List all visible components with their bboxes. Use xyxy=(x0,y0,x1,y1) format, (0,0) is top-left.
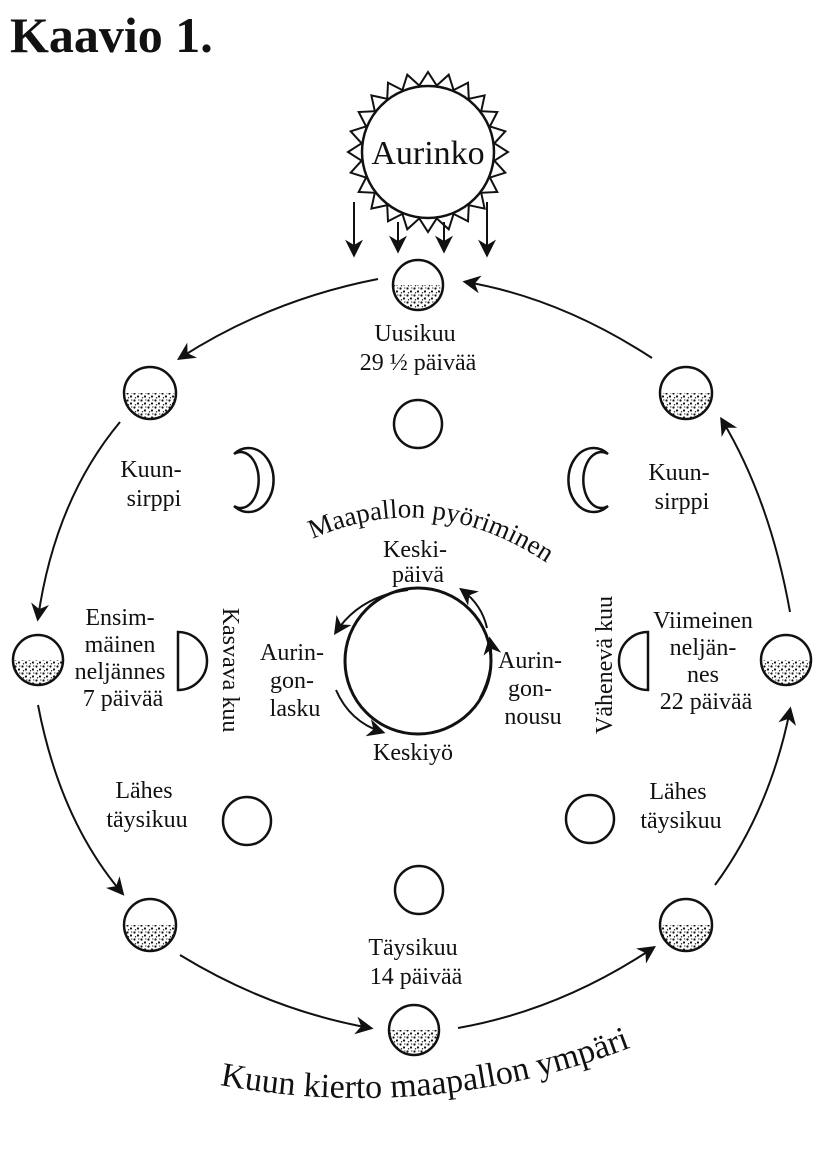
label-new-moon: Uusikuu 29 ½ päivää xyxy=(360,321,477,376)
appearance-first-quarter xyxy=(176,630,209,692)
earth-disc xyxy=(343,586,493,736)
orbit-arrow xyxy=(179,954,374,1035)
label-sunrise: Aurin- gon- nousu xyxy=(498,648,568,730)
moon-new xyxy=(391,258,445,312)
appearance-full-moon xyxy=(393,864,445,916)
label-waning-crescent: Kuun- sirppi xyxy=(648,460,715,515)
appearance-waning-gibbous xyxy=(564,793,616,845)
orbit-arrow xyxy=(714,706,796,886)
moon-last-quarter-orbit xyxy=(759,633,813,687)
sun: Aurinko xyxy=(345,70,510,258)
label-sunset: Aurin- gon- lasku xyxy=(260,640,330,722)
moon-full xyxy=(387,1003,441,1057)
orbit-arrow xyxy=(462,275,653,359)
moon-waxing-gibbous-orbit xyxy=(122,897,178,953)
moon-first-quarter-orbit xyxy=(11,633,65,687)
rotation-arrow xyxy=(334,589,409,635)
sun-label: Aurinko xyxy=(371,135,484,172)
orbit-arrow xyxy=(720,416,791,613)
moon-waxing-crescent-orbit xyxy=(122,365,178,421)
sun-disc xyxy=(360,84,496,220)
appearance-waning-crescent xyxy=(567,446,609,514)
label-waxing-gibbous: Lähes täysikuu xyxy=(106,778,187,833)
rotation-arrow xyxy=(459,587,488,629)
appearance-waxing-crescent xyxy=(233,446,275,514)
moon-waning-gibbous-orbit xyxy=(658,897,714,953)
earth xyxy=(334,586,502,737)
label-waxing-crescent: Kuun- sirppi xyxy=(120,457,187,512)
label-waning-gibbous: Lähes täysikuu xyxy=(640,779,721,834)
rotation-arrow xyxy=(479,636,502,699)
figure-heading: Kaavio 1. xyxy=(10,7,213,63)
orbit-arrow xyxy=(457,946,656,1029)
moon-waning-crescent-orbit xyxy=(658,365,714,421)
appearance-last-quarter xyxy=(617,630,650,692)
label-last-quarter: Viimeinen neljän- nes 22 päivää xyxy=(653,608,759,715)
label-noon: Keski- päivä xyxy=(383,537,453,588)
orbit-arrow xyxy=(37,704,125,896)
appearance-new-moon xyxy=(392,398,444,450)
rotation-arrow xyxy=(335,689,386,737)
label-waxing-side: Kasvava kuu xyxy=(217,608,243,733)
phase-appearance xyxy=(176,398,650,916)
label-full-moon: Täysikuu 14 päivää xyxy=(368,935,463,990)
label-midnight: Keskiyö xyxy=(373,740,453,766)
orbit-arrow xyxy=(176,278,379,360)
orbit-arrow xyxy=(31,421,121,622)
orbit-path xyxy=(31,275,796,1035)
appearance-waxing-gibbous xyxy=(221,795,273,847)
label-waning-side: Vähenevä kuu xyxy=(592,596,618,734)
label-first-quarter: Ensim- mäinen neljännes 7 päivää xyxy=(75,605,172,712)
